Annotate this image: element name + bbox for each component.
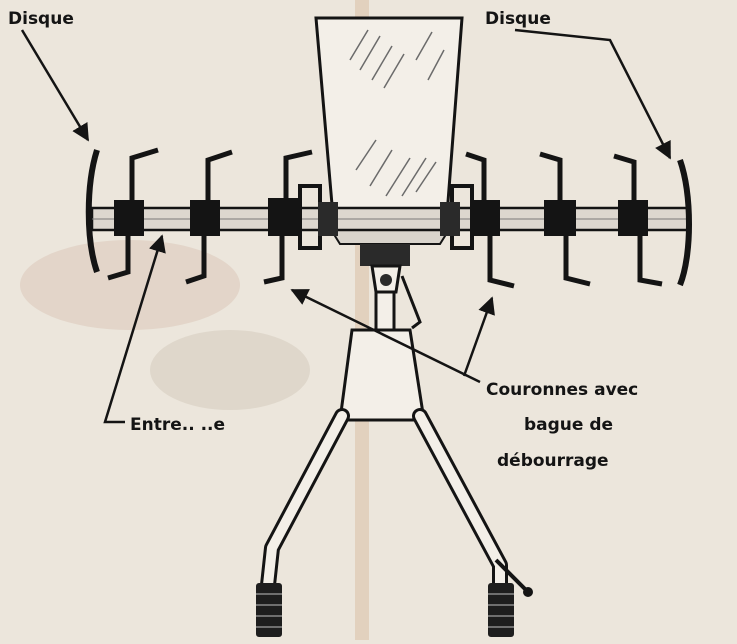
- leader-entretoise: [103, 234, 166, 424]
- tine-crown: [185, 149, 233, 285]
- handle-base-housing: [338, 328, 426, 422]
- label-couronnes-line3: débourrage: [497, 451, 609, 471]
- paper-stain: [20, 240, 240, 330]
- grip-left: [256, 583, 282, 637]
- grip-right: [488, 583, 514, 637]
- leader-disque-left: [20, 29, 90, 142]
- label-disque-left: Disque: [8, 9, 74, 29]
- shaft-bearing-left: [318, 202, 338, 236]
- paper-stain: [150, 330, 310, 410]
- clutch-lever: [494, 558, 530, 594]
- leader-disque-right: [514, 28, 672, 160]
- disc-left: [85, 149, 100, 273]
- label-disque-right: Disque: [485, 9, 551, 29]
- handlebar-left: [263, 411, 347, 590]
- disc-right: [677, 159, 692, 287]
- leader-couronnes-a: [290, 288, 481, 384]
- label-entretoise: Entre.. ..e: [130, 415, 225, 435]
- gearbox-housing: [314, 16, 464, 245]
- tine-crown: [465, 151, 515, 289]
- hitch-joint: [360, 244, 422, 330]
- label-couronnes-line2: bague de: [524, 415, 613, 435]
- tine-crown: [539, 151, 591, 287]
- tine-crown: [107, 147, 159, 281]
- clutch-lever-knob: [523, 587, 533, 597]
- shaft-bearing-right: [440, 202, 460, 236]
- tine-crown: [263, 149, 313, 285]
- leader-couronnes-b: [462, 296, 495, 377]
- label-couronnes-line1: Couronnes avec: [486, 380, 638, 400]
- rotor-shaft: [90, 206, 690, 232]
- tine-crown: [613, 153, 663, 287]
